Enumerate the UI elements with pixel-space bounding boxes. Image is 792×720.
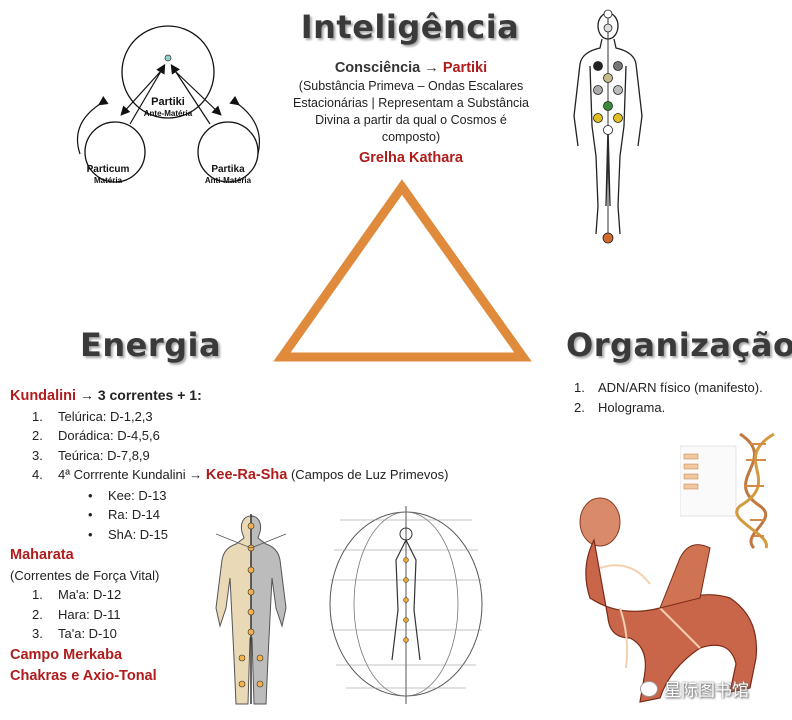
muscular-figure-image — [579, 497, 758, 703]
list-text: Ta'a: D-10 — [58, 626, 117, 641]
list-text: Ma'a: D-12 — [58, 587, 122, 602]
list-number: 1. — [32, 587, 43, 602]
dna-helix-image — [680, 432, 775, 550]
partiki-description: (Substância Primeva – Ondas Escalares Es… — [292, 79, 529, 144]
list-item: 2. Holograma. — [574, 398, 763, 418]
heading-inteligencia: Inteligência — [300, 8, 520, 46]
list-item: 2. Dorádica: D-4,5,6 — [32, 426, 510, 446]
partika-label: Partika — [211, 164, 245, 175]
maharata-title: Maharata — [10, 547, 74, 563]
list-item: 1. Ma'a: D-12 — [32, 585, 510, 605]
list-item: 2. Hara: D-11 — [32, 605, 510, 625]
kee-ra-sha-suffix: (Campos de Luz Primevos) — [290, 467, 449, 482]
organizacao-list: 1. ADN/ARN físico (manifesto). 2. Hologram… — [574, 378, 763, 417]
bullet-text: Kee: D-13 — [108, 487, 167, 503]
list-item: 3. Teúrica: D-7,8,9 — [32, 446, 510, 466]
list-item: 1. ADN/ARN físico (manifesto). — [574, 378, 763, 398]
list-text: Dorádica: D-4,5,6 — [58, 428, 160, 443]
wechat-icon — [640, 680, 658, 697]
list-text: ADN/ARN físico (manifesto). — [598, 380, 763, 395]
scalar-field-diagram-image — [329, 506, 483, 704]
bullet-icon: • — [88, 526, 93, 542]
consciencia-text: Consciência — [334, 60, 421, 76]
list-number: 4. — [32, 467, 43, 482]
list-number: 2. — [32, 606, 43, 622]
chakras-axio-tonal: Chakras e Axio-Tonal — [10, 668, 157, 684]
grelha-kathara: Grelha Kathara — [359, 150, 463, 166]
consciencia-line: Consciência → Partiki — [286, 60, 536, 76]
heading-energia: Energia — [80, 326, 222, 364]
list-item: 1. Telúrica: D-1,2,3 — [32, 407, 510, 427]
list-number: 3. — [32, 447, 43, 463]
bullet-text: ShA: D-15 — [108, 526, 168, 542]
partiki-label: Partiki — [151, 96, 185, 108]
list-item-kee-ra-sha: 4. 4ª Corrrente Kundalini → Kee-Ra-Sha (C… — [32, 465, 510, 486]
bullet-icon: • — [88, 487, 93, 503]
bullet-icon: • — [88, 507, 93, 522]
list-item: 3. Ta'a: D-10 — [32, 624, 510, 644]
maharata-sub: (Correntes de Força Vital) — [10, 567, 160, 583]
kundalini-rest: 3 correntes + 1: — [97, 387, 202, 403]
particum-label: Particum — [87, 164, 130, 175]
kundalini-line: Kundalini → 3 correntes + 1: — [10, 386, 510, 407]
arrow-icon: → — [424, 60, 439, 76]
arrow-icon: → — [79, 387, 94, 403]
bullet-item: • Kee: D-13 — [88, 486, 510, 506]
partiki-sub: Ante-Matéria — [144, 109, 193, 118]
bullet-item: • ShA: D-15 — [88, 525, 510, 545]
trinity-triangle — [273, 179, 532, 362]
kundalini-title: Kundalini — [10, 388, 77, 404]
list-text: Holograma. — [598, 399, 666, 415]
chakra-figure-image — [573, 9, 643, 244]
list-text: 4ª Corrrente Kundalini — [58, 467, 186, 482]
list-text: Hara: D-11 — [58, 606, 121, 622]
list-number: 2. — [574, 399, 585, 415]
list-number: 3. — [32, 626, 43, 641]
inteligencia-block: Consciência → Partiki (Substância Primev… — [286, 60, 536, 166]
bullet-item: • Ra: D-14 — [88, 505, 510, 525]
list-number: 2. — [32, 428, 43, 443]
list-text: Teúrica: D-7,8,9 — [58, 447, 150, 463]
bullet-text: Ra: D-14 — [108, 507, 161, 522]
list-number: 1. — [32, 408, 43, 424]
watermark-text: 星际图书馆 — [664, 681, 749, 700]
arrow-icon: → — [189, 467, 203, 482]
heading-organizacao: Organização — [566, 326, 792, 364]
partiki-diagram: Partiki Ante-Matéria Particum Matéria Pa… — [76, 25, 260, 185]
watermark: 星际图书馆 — [640, 676, 749, 701]
list-number: 1. — [574, 380, 585, 395]
kee-ra-sha-highlight: Kee-Ra-Sha — [205, 467, 288, 483]
particum-sub: Matéria — [94, 176, 123, 185]
energia-block: Kundalini → 3 correntes + 1: 1. Telúrica:… — [10, 386, 510, 687]
energy-body-image — [215, 514, 287, 705]
partika-sub: Anti-Matéria — [205, 176, 252, 185]
list-text: Telúrica: D-1,2,3 — [58, 408, 153, 424]
partiki-highlight: Partiki — [442, 60, 488, 76]
campo-merkaba: Campo Merkaba — [10, 646, 123, 663]
